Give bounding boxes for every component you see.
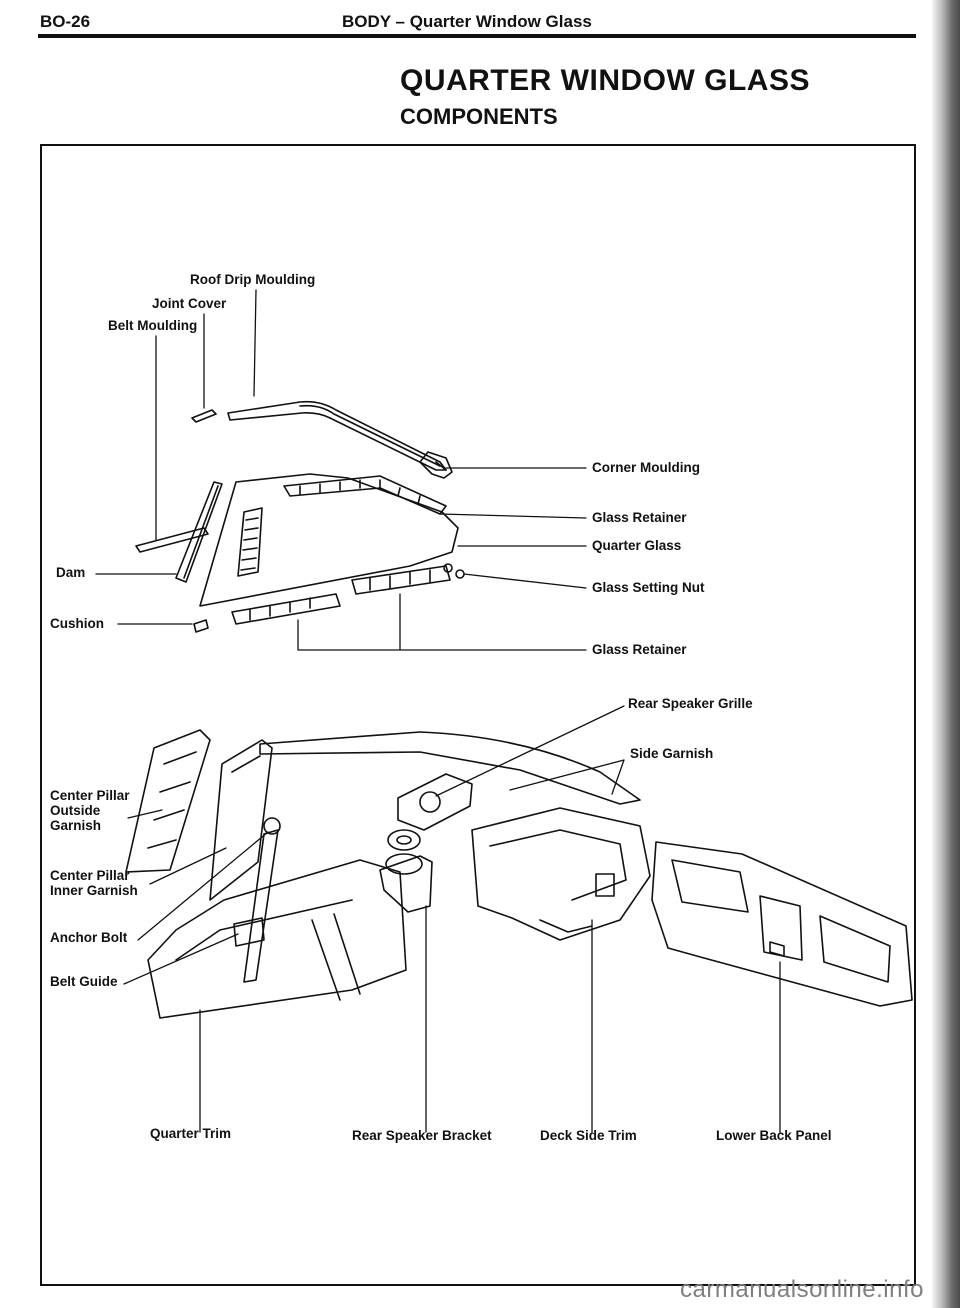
page-binding-shadow [932, 0, 960, 1308]
running-header: BODY – Quarter Window Glass [342, 12, 592, 31]
label-belt-guide: Belt Guide [50, 974, 118, 989]
quarter-trim [147, 859, 407, 1019]
label-glass-retainer-upper: Glass Retainer [592, 510, 687, 525]
label-dam: Dam [56, 565, 86, 580]
seat-belt [233, 817, 281, 983]
label-belt-moulding: Belt Moulding [108, 318, 198, 333]
label-quarter-glass: Quarter Glass [592, 538, 682, 553]
cushion [193, 619, 209, 633]
page-title: QUARTER WINDOW GLASS [400, 64, 810, 97]
label-rear-speaker-grille: Rear Speaker Grille [628, 696, 753, 711]
label-roof-drip-moulding: Roof Drip Moulding [190, 272, 316, 287]
glass-retainer-lower [231, 565, 451, 625]
center-pillar-outside-garnish [125, 729, 211, 873]
label-rear-speaker-bracket: Rear Speaker Bracket [352, 1128, 492, 1143]
label-center-pillar-outside-garnish: Center Pillar Outside Garnish [50, 788, 130, 833]
header-rule [38, 34, 916, 38]
diagram-frame [40, 144, 916, 1286]
rear-speaker [385, 829, 423, 875]
label-cushion: Cushion [50, 616, 104, 631]
label-quarter-trim: Quarter Trim [150, 1126, 232, 1141]
page-code: BO-26 [40, 12, 91, 31]
label-glass-retainer-lower: Glass Retainer [592, 642, 687, 657]
rear-speaker-grille [397, 773, 473, 831]
label-side-garnish: Side Garnish [630, 746, 714, 761]
label-corner-moulding: Corner Moulding [592, 460, 700, 475]
label-joint-cover: Joint Cover [152, 296, 227, 311]
belt-moulding [135, 527, 209, 553]
page-subtitle: COMPONENTS [400, 104, 558, 129]
label-glass-setting-nut: Glass Setting Nut [592, 580, 705, 595]
label-center-pillar-inner-garnish: Center Pillar Inner Garnish [50, 868, 138, 898]
quarter-glass [199, 473, 459, 607]
deck-side-trim [471, 807, 651, 941]
corner-moulding [419, 451, 453, 479]
lower-back-panel [651, 841, 913, 1007]
glass-retainer-upper [283, 475, 447, 515]
center-pillar-inner-garnish [209, 739, 273, 901]
label-deck-side-trim: Deck Side Trim [540, 1128, 637, 1143]
leader-lines [95, 289, 781, 1133]
watermark: carmanualsonline.info [680, 1276, 924, 1303]
glass-retainer-side [237, 507, 263, 577]
roof-drip-moulding [227, 400, 447, 471]
label-lower-back-panel: Lower Back Panel [716, 1128, 832, 1143]
label-anchor-bolt: Anchor Bolt [50, 930, 128, 945]
rear-speaker-bracket [379, 855, 433, 913]
side-garnish [259, 731, 641, 805]
dam [175, 481, 223, 583]
joint-cover [191, 409, 217, 423]
